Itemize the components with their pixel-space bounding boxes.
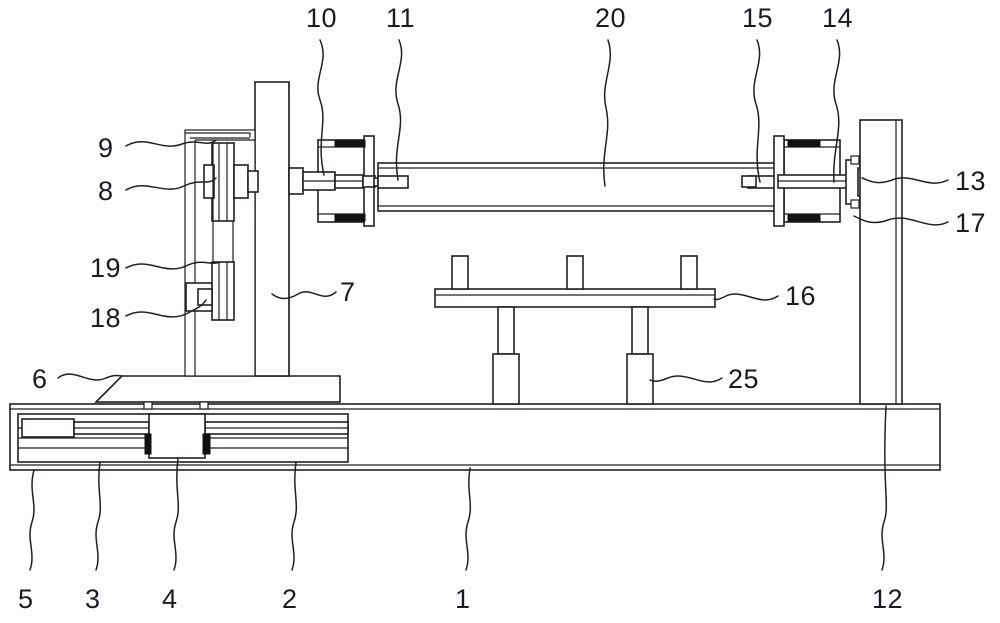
ref-numeral-14: 14 [822,3,854,33]
ref-numeral-10: 10 [306,3,338,33]
right-vertical-column-group [859,119,903,405]
ref-numeral-18: 18 [90,303,122,333]
support-rack-group [434,255,716,405]
ref-numeral-1: 1 [455,584,471,614]
ref-numeral-8: 8 [98,176,114,206]
ref-numeral-15: 15 [742,3,774,33]
ref-numeral-20: 20 [595,3,627,33]
ref-numeral-13: 13 [955,166,987,196]
ref-numeral-2: 2 [282,584,298,614]
left-vertical-column-group [184,81,290,377]
ref-numeral-6: 6 [32,364,48,394]
slide-nut-block-group [144,413,211,459]
lead-screw-group [21,418,349,438]
ref-numeral-9: 9 [98,133,114,163]
leader-lines [29,39,949,571]
right-tailstock-group [741,135,868,227]
ref-numeral-12: 12 [872,584,904,614]
roller-tube-group [377,162,779,212]
ref-numeral-19: 19 [90,253,122,283]
ref-numeral-11: 11 [386,3,416,33]
ref-numeral-25: 25 [728,364,760,394]
ref-numeral-17: 17 [955,208,987,238]
ref-numeral-16: 16 [785,281,817,311]
ref-numeral-5: 5 [18,584,34,614]
ref-numeral-4: 4 [162,584,178,614]
ref-numeral-3: 3 [85,584,101,614]
ref-numeral-7: 7 [340,277,356,307]
